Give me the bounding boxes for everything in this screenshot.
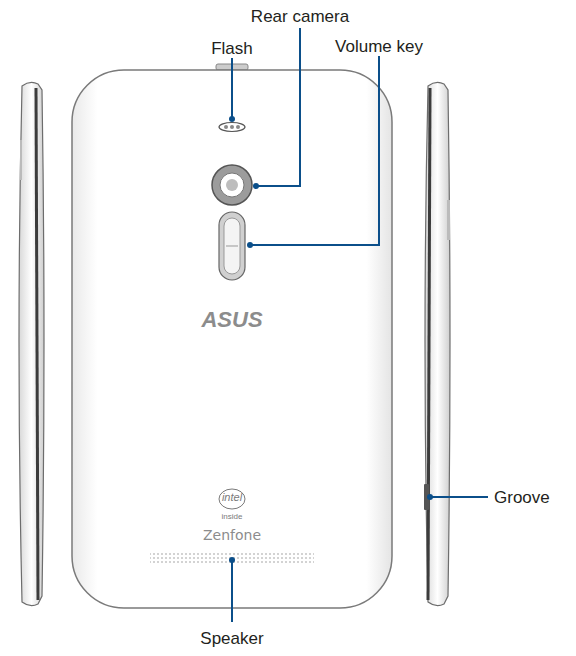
left-side-view bbox=[19, 82, 44, 605]
part-label: Rear camera bbox=[251, 8, 349, 25]
leader-line bbox=[430, 496, 488, 498]
phone-back bbox=[72, 64, 392, 608]
part-label: Volume key bbox=[335, 38, 423, 55]
part-label: Groove bbox=[494, 489, 550, 506]
leader-lines bbox=[232, 28, 488, 622]
chip-logo: intel bbox=[222, 492, 242, 503]
part-label: Speaker bbox=[200, 630, 263, 647]
leader-dot bbox=[229, 116, 235, 122]
right-side-view bbox=[424, 82, 450, 605]
leader-line bbox=[256, 28, 300, 186]
leader-line bbox=[231, 560, 233, 622]
leader-dot bbox=[253, 183, 259, 189]
chip-logo: inside bbox=[222, 513, 243, 521]
part-label: Flash bbox=[211, 40, 253, 57]
leader-dot bbox=[247, 242, 253, 248]
brand-logo: ASUS bbox=[201, 309, 262, 331]
leader-line bbox=[250, 56, 379, 245]
leader-dot bbox=[427, 494, 433, 500]
model-name: Zenfone bbox=[203, 528, 261, 542]
leader-line bbox=[231, 58, 233, 119]
leader-dot bbox=[229, 557, 235, 563]
